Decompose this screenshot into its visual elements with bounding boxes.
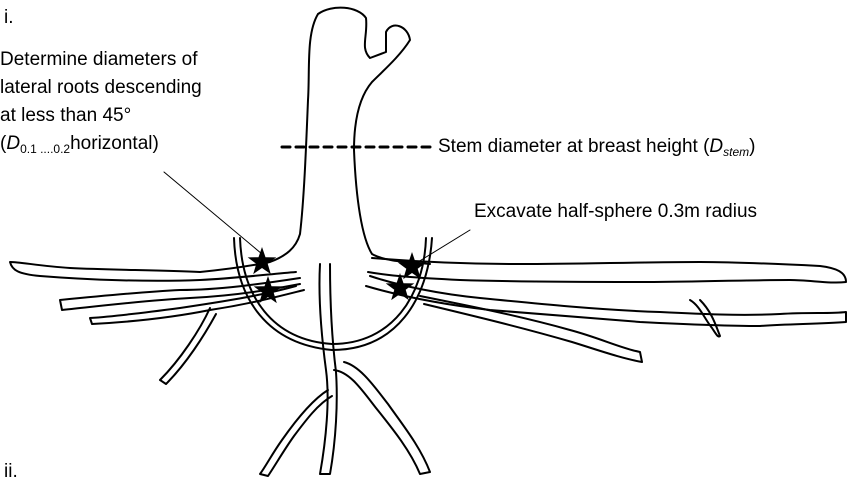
tap-root-right-branch (334, 362, 430, 474)
stem-subscript: stem (723, 145, 749, 159)
left-down-branch (160, 308, 216, 384)
right-lateral-root-lower (366, 276, 846, 326)
stem-d-symbol: D (709, 136, 723, 157)
right-lateral-root-upper (368, 258, 846, 283)
right-root-tip (690, 300, 720, 337)
central-tap-root (319, 264, 336, 474)
stem-diameter-suffix: ) (749, 136, 755, 157)
panel-label-i: i. (4, 6, 14, 30)
formula-subscript: 0.1 ....0.2 (20, 142, 70, 156)
formula-d-symbol: D (6, 133, 20, 154)
excavate-note: Excavate half-sphere 0.3m radius (474, 200, 757, 224)
lateral-roots-note-line3: at less than 45° (0, 104, 131, 128)
lateral-roots-note-line1: Determine diameters of (0, 48, 197, 72)
formula-horizontal-text: horizontal) (70, 133, 159, 154)
star-marker-right-upper (398, 252, 427, 279)
tree-trunk (200, 8, 430, 272)
stem-diameter-label: Stem diameter at breast height (Dstem) (438, 135, 756, 164)
star-marker-left-upper (248, 247, 277, 274)
panel-label-ii: ii. (4, 460, 18, 484)
lateral-roots-leader-line (164, 172, 262, 254)
lateral-roots-formula: (D0.1 ....0.2horizontal) (0, 132, 159, 161)
stem-diameter-prefix: Stem diameter at breast height ( (438, 136, 709, 157)
lateral-roots-note-line2: lateral roots descending (0, 76, 202, 100)
